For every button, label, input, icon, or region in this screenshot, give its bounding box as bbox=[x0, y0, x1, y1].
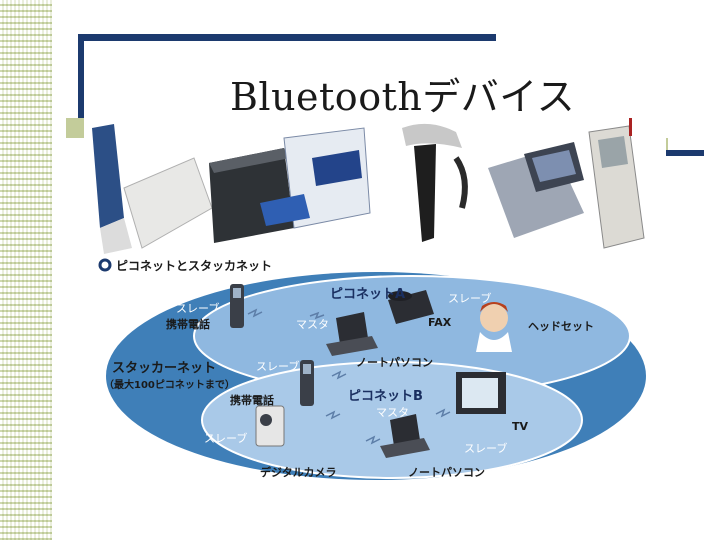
piconet-a-label: ピコネットA bbox=[330, 287, 405, 302]
device-photo bbox=[84, 118, 666, 258]
vertical-rule bbox=[78, 34, 84, 138]
laptop-icon bbox=[336, 312, 368, 344]
network-diagram: ピコネットとスタッカネット ピコネットA スレーブ 携帯電話 マ bbox=[98, 258, 646, 480]
slide-title: Bluetoothデバイス bbox=[230, 75, 576, 119]
phone-label: 携帯電話 bbox=[166, 317, 210, 331]
camera-label: デジタルカメラ bbox=[260, 465, 336, 479]
scatternet-label: スタッカーネット bbox=[112, 361, 216, 376]
side-rule bbox=[656, 150, 704, 156]
scatternet-note: （最大100ピコネットまで） bbox=[104, 378, 235, 391]
bridge-phone-label: 携帯電話 bbox=[230, 393, 274, 407]
headset-label: ヘッドセット bbox=[528, 320, 594, 333]
piconet-b-label: ピコネットB bbox=[348, 389, 423, 404]
slave-tv-label: スレーブ bbox=[464, 441, 507, 455]
top-rule bbox=[78, 34, 496, 41]
master-b-label: マスタ bbox=[376, 406, 409, 419]
laptop-a-label: ノートパソコン bbox=[356, 356, 433, 369]
legend-bullet-icon bbox=[98, 258, 112, 272]
slave-camera-label: スレーブ bbox=[204, 431, 247, 445]
headset-person-icon bbox=[480, 304, 508, 332]
slave-label: スレーブ bbox=[176, 301, 219, 315]
left-stripe-decoration bbox=[0, 0, 52, 540]
laptop-b-label: ノートパソコン bbox=[408, 466, 485, 479]
headset-image bbox=[402, 123, 462, 148]
slave-bridge-label: スレーブ bbox=[256, 359, 299, 373]
slave-fax-label: スレーブ bbox=[448, 291, 491, 305]
legend-label: ピコネットとスタッカネット bbox=[116, 259, 272, 273]
usb-adapter-image bbox=[92, 124, 124, 228]
tv-label: TV bbox=[512, 420, 529, 433]
laptop-b-icon bbox=[390, 414, 420, 446]
camera-icon bbox=[255, 405, 285, 447]
fax-label: FAX bbox=[428, 316, 452, 329]
master-a-label: マスタ bbox=[296, 318, 329, 331]
olive-accent-block bbox=[66, 118, 86, 138]
